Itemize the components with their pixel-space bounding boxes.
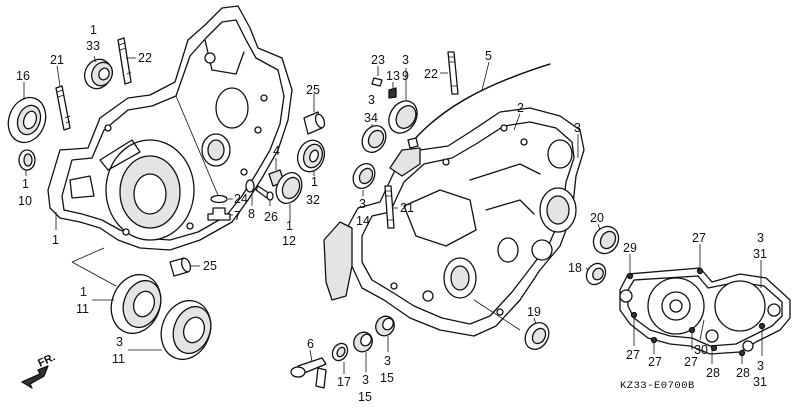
callout-33-qty: 1 xyxy=(90,23,97,37)
callout-10[interactable]: 10 xyxy=(18,194,32,208)
callout-7[interactable]: 7 xyxy=(234,209,241,223)
callout-32-qty: 1 xyxy=(311,175,318,189)
callout-31-top-qty: 3 xyxy=(757,231,764,245)
callout-5[interactable]: 5 xyxy=(485,49,492,63)
callout-9[interactable]: 9 xyxy=(402,69,409,83)
stud-bolt-22-left[interactable] xyxy=(117,37,132,85)
callout-34[interactable]: 34 xyxy=(364,111,378,125)
callout-8[interactable]: 8 xyxy=(248,207,255,221)
callout-20[interactable]: 20 xyxy=(590,211,604,225)
crank-bearing-11-right[interactable] xyxy=(153,294,219,367)
oil-seal-14[interactable] xyxy=(349,160,379,193)
oil-seal-19[interactable] xyxy=(520,318,553,353)
callout-11-right-qty: 3 xyxy=(116,335,123,349)
bolt-26[interactable] xyxy=(255,185,274,201)
front-direction-arrow-icon xyxy=(21,365,49,389)
bearing-10[interactable] xyxy=(18,149,36,171)
callout-2[interactable]: 2 xyxy=(517,101,524,115)
callout-14[interactable]: 14 xyxy=(356,214,370,228)
callout-28-right[interactable]: 28 xyxy=(736,366,750,380)
callout-16[interactable]: 16 xyxy=(16,69,30,83)
drain-bolt-7[interactable] xyxy=(207,207,231,221)
stud-bolt-21-left[interactable] xyxy=(55,85,71,131)
dowel-pin-25-lower[interactable] xyxy=(169,257,192,277)
callout-25-top[interactable]: 25 xyxy=(306,83,320,97)
oil-seal-17[interactable] xyxy=(329,341,350,364)
callout-13[interactable]: 13 xyxy=(386,69,400,83)
callout-30[interactable]: 30 xyxy=(694,343,708,357)
leader-lines xyxy=(23,55,763,374)
callout-15-a-qty: 3 xyxy=(362,373,369,387)
bearing-33[interactable] xyxy=(80,55,116,93)
callout-26[interactable]: 26 xyxy=(264,210,278,224)
callout-11-right[interactable]: 11 xyxy=(112,352,125,366)
callout-4[interactable]: 4 xyxy=(273,144,280,158)
callout-6[interactable]: 6 xyxy=(307,337,314,351)
callout-31-bottom-qty: 3 xyxy=(757,359,764,373)
needle-bearing-15-a[interactable] xyxy=(350,329,376,355)
callout-27-left[interactable]: 27 xyxy=(626,348,640,362)
callout-15-b[interactable]: 15 xyxy=(380,371,394,385)
front-direction-label: FR. xyxy=(36,351,57,369)
callout-25-lower[interactable]: 25 xyxy=(203,259,217,273)
callout-17[interactable]: 17 xyxy=(337,375,351,389)
oil-seal-16[interactable] xyxy=(2,92,52,148)
callout-23[interactable]: 23 xyxy=(371,53,385,67)
left-crankcase[interactable] xyxy=(47,5,293,251)
callout-18[interactable]: 18 xyxy=(568,261,582,275)
crank-bearing-11-left[interactable] xyxy=(103,268,169,341)
dowel-pin-25-top[interactable] xyxy=(303,111,326,135)
shift-arm-6[interactable] xyxy=(290,357,327,389)
clip-13[interactable] xyxy=(388,87,397,99)
callout-27-right[interactable]: 27 xyxy=(684,355,698,369)
callout-29[interactable]: 29 xyxy=(623,241,637,255)
bearing-32[interactable] xyxy=(293,137,328,176)
right-crankcase[interactable] xyxy=(323,107,585,337)
needle-bearing-15-b[interactable] xyxy=(372,313,398,339)
callout-27-mid[interactable]: 27 xyxy=(648,355,662,369)
washer-8[interactable] xyxy=(245,179,255,193)
callout-11-left[interactable]: 11 xyxy=(76,302,89,316)
bearing-9[interactable] xyxy=(383,96,423,138)
side-cover-gasket[interactable] xyxy=(619,267,791,357)
callout-32[interactable]: 32 xyxy=(306,193,320,207)
oil-seal-20[interactable] xyxy=(589,222,624,258)
callout-24[interactable]: 24 xyxy=(234,192,248,206)
callout-34-qty: 3 xyxy=(368,93,375,107)
callout-1-left[interactable]: 1 xyxy=(52,233,59,247)
callout-3-case[interactable]: 3 xyxy=(574,121,581,135)
callout-27-top[interactable]: 27 xyxy=(692,231,706,245)
bolt-23[interactable] xyxy=(371,77,383,87)
callout-31-bottom[interactable]: 31 xyxy=(753,375,767,389)
washer-24[interactable] xyxy=(210,194,228,204)
bearing-12[interactable] xyxy=(271,168,306,207)
callout-33[interactable]: 33 xyxy=(86,39,100,53)
callout-28-left[interactable]: 28 xyxy=(706,366,720,380)
oil-seal-18[interactable] xyxy=(583,260,610,288)
callout-31-top[interactable]: 31 xyxy=(753,247,767,261)
callout-9-qty: 3 xyxy=(402,53,409,67)
breather-tube-5[interactable] xyxy=(407,63,551,149)
callout-14-qty: 3 xyxy=(359,197,366,211)
callout-12-qty: 1 xyxy=(286,219,293,233)
stud-bolt-22-right[interactable] xyxy=(447,51,459,95)
callout-15-a[interactable]: 15 xyxy=(358,390,372,404)
callout-11-left-qty: 1 xyxy=(80,285,87,299)
bearing-34[interactable] xyxy=(357,121,390,156)
callout-labels: 16 21 1 33 22 1 10 1 25 4 1 32 24 7 8 26… xyxy=(16,23,767,404)
stud-bolt-21-right[interactable] xyxy=(384,185,395,229)
callout-10-qty: 1 xyxy=(22,177,29,191)
callout-15-b-qty: 3 xyxy=(384,354,391,368)
callout-21-right[interactable]: 21 xyxy=(400,201,414,215)
callout-21-left[interactable]: 21 xyxy=(50,53,64,67)
callout-22-left[interactable]: 22 xyxy=(138,51,152,65)
callout-12[interactable]: 12 xyxy=(282,234,296,248)
callout-19[interactable]: 19 xyxy=(527,305,541,319)
diagram-code: KZ33-E0700B xyxy=(620,380,695,392)
callout-22-right[interactable]: 22 xyxy=(424,67,438,81)
